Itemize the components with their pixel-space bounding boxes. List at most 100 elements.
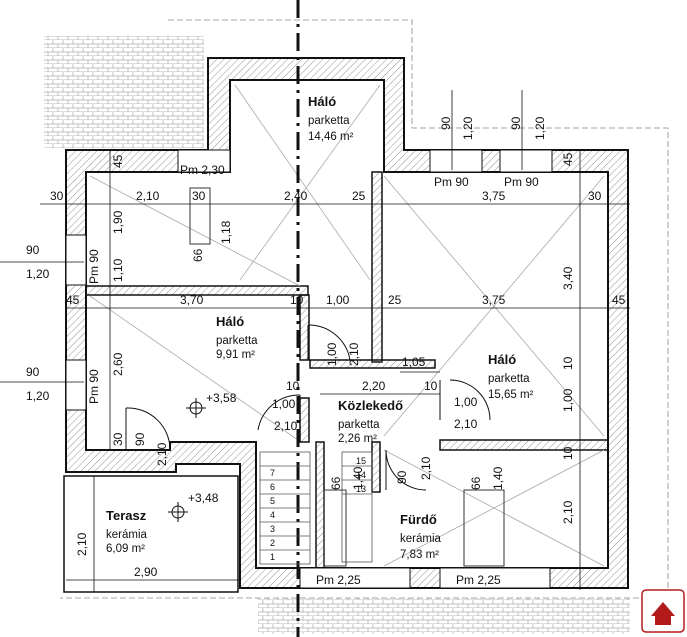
stair-number: 7 bbox=[270, 468, 275, 478]
level-marker-upper bbox=[186, 398, 206, 418]
dim-label: 10 bbox=[561, 356, 575, 370]
dim-label: 2,10 bbox=[274, 419, 298, 433]
window-label: Pm 2,25 bbox=[456, 573, 501, 587]
window-label: Pm 90 bbox=[504, 175, 539, 189]
room-area-halo-left: 9,91 m² bbox=[216, 349, 255, 361]
roof-lines bbox=[89, 84, 605, 567]
dim-label: 66 bbox=[191, 248, 205, 262]
dimension-lines bbox=[0, 90, 630, 592]
staircase bbox=[259, 451, 373, 565]
company-logo bbox=[641, 589, 685, 633]
dim-label: 2,10 bbox=[155, 442, 169, 466]
dim-label: 1,20 bbox=[461, 116, 475, 140]
interior-walls bbox=[85, 171, 609, 569]
dim-label: 66 bbox=[469, 476, 483, 490]
dim-label: 45 bbox=[612, 293, 626, 307]
level-terrace: +3,48 bbox=[188, 491, 219, 505]
dim-label: 1,20 bbox=[533, 116, 547, 140]
dim-label: 2,20 bbox=[362, 379, 386, 393]
dim-label: 30 bbox=[50, 189, 64, 203]
dim-label: 25 bbox=[352, 189, 366, 203]
dim-label: 1,18 bbox=[219, 220, 233, 244]
outer-walls bbox=[65, 57, 629, 589]
room-area-terasz: 6,09 m² bbox=[106, 543, 145, 555]
room-name-halo-left: Háló bbox=[216, 314, 244, 329]
dim-label: 90 bbox=[439, 116, 453, 130]
dim-label: 1,10 bbox=[111, 258, 125, 282]
dim-label: 1,20 bbox=[26, 389, 50, 403]
room-name-furdo: Fürdő bbox=[400, 512, 437, 527]
stair-number: 4 bbox=[270, 510, 275, 520]
dim-label: 30 bbox=[588, 189, 602, 203]
dim-label: 2,10 bbox=[75, 532, 89, 556]
dim-label: 90 bbox=[509, 116, 523, 130]
room-area-halo-top: 14,46 m² bbox=[308, 131, 354, 143]
roof-tiles-bottom bbox=[258, 598, 630, 634]
dim-label: 3,40 bbox=[561, 266, 575, 290]
dim-label: 10 bbox=[424, 379, 438, 393]
room-area-furdo: 7,83 m² bbox=[400, 549, 439, 561]
lower-floor-outline bbox=[60, 19, 669, 599]
dim-label: 1,00 bbox=[272, 397, 296, 411]
window-openings bbox=[65, 149, 553, 589]
room-floor-terasz: kerámia bbox=[106, 529, 148, 541]
room-name-terasz: Terasz bbox=[106, 508, 147, 523]
dim-label: 2,10 bbox=[561, 500, 575, 524]
dim-label: 3,70 bbox=[180, 293, 204, 307]
stair-number: 2 bbox=[270, 538, 275, 548]
stair-number: 13 bbox=[356, 484, 366, 494]
room-floor-kozlekedo: parketta bbox=[338, 419, 380, 431]
window-label: Pm 90 bbox=[87, 369, 101, 404]
stair-number: 3 bbox=[270, 524, 275, 534]
dim-label: 2,10 bbox=[347, 342, 361, 366]
room-area-halo-right: 15,65 m² bbox=[488, 389, 534, 401]
dim-label: 3,75 bbox=[482, 189, 506, 203]
dim-label: 1,00 bbox=[454, 395, 478, 409]
room-floor-furdo: kerámia bbox=[400, 533, 442, 545]
dim-label: 3,75 bbox=[482, 293, 506, 307]
stair-number: 14 bbox=[356, 470, 366, 480]
dim-label: 90 bbox=[26, 365, 40, 379]
window-label: Pm 2,30 bbox=[180, 163, 225, 177]
dim-label: 25 bbox=[388, 293, 402, 307]
window-label: Pm 90 bbox=[87, 249, 101, 284]
dim-label: 2,60 bbox=[111, 352, 125, 376]
dim-label: 66 bbox=[329, 476, 343, 490]
dim-label: 45 bbox=[66, 293, 80, 307]
stair-number: 5 bbox=[270, 496, 275, 506]
dim-label: 45 bbox=[561, 152, 575, 166]
stair-number: 15 bbox=[356, 456, 366, 466]
bath-fixtures bbox=[189, 187, 505, 567]
doors bbox=[125, 324, 491, 491]
room-floor-halo-left: parketta bbox=[216, 335, 258, 347]
window-label: Pm 90 bbox=[434, 175, 469, 189]
dim-label: 90 bbox=[133, 432, 147, 446]
dim-label: 1,40 bbox=[491, 466, 505, 490]
level-upper: +3,58 bbox=[206, 391, 237, 405]
dim-label: 1,20 bbox=[26, 267, 50, 281]
roof-tiles-left bbox=[44, 36, 204, 148]
room-name-halo-top: Háló bbox=[308, 94, 336, 109]
level-marker-terrace bbox=[168, 502, 188, 522]
dim-label: 45 bbox=[111, 154, 125, 168]
room-name-kozlekedo: Közlekedő bbox=[338, 398, 403, 413]
dim-label: 10 bbox=[286, 379, 300, 393]
dim-label: 1,00 bbox=[325, 342, 339, 366]
dim-label: 10 bbox=[561, 446, 575, 460]
dim-label: 90 bbox=[395, 470, 409, 484]
dim-label: 2,10 bbox=[454, 417, 478, 431]
dim-label: 1,90 bbox=[111, 210, 125, 234]
dim-label: 2,40 bbox=[284, 189, 308, 203]
dim-label: 2,90 bbox=[134, 565, 158, 579]
dim-label: 30 bbox=[192, 189, 206, 203]
stair-number: 6 bbox=[270, 482, 275, 492]
room-name-halo-right: Háló bbox=[488, 352, 516, 367]
room-area-kozlekedo: 2,26 m² bbox=[338, 433, 377, 445]
room-floor-halo-top: parketta bbox=[308, 115, 350, 127]
stair-numbers: 15 14 13 7 6 5 4 3 2 1 bbox=[270, 456, 366, 562]
dim-label: 30 bbox=[111, 432, 125, 446]
dim-label: 2,10 bbox=[136, 189, 160, 203]
dim-label: 2,10 bbox=[419, 456, 433, 480]
dim-label: 1,05 bbox=[402, 355, 426, 369]
